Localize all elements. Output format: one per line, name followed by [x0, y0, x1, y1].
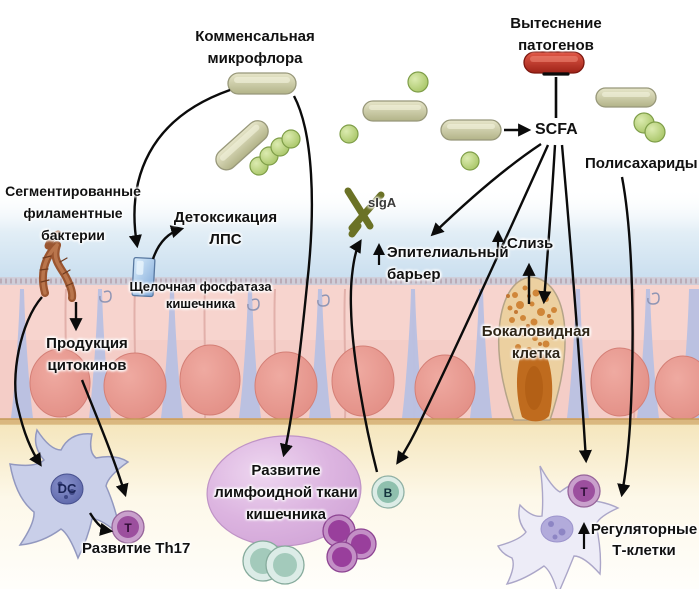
commensal-rods — [215, 72, 657, 171]
label-pathogen-line2: патогенов — [518, 37, 594, 54]
arrow-dc-to-th17 — [88, 512, 114, 536]
label-cytokine-production: Продукция цитокинов — [28, 333, 146, 377]
label-alkaline-phosphatase: Щелочная фосфатаза кишечника — [118, 278, 283, 312]
arrow-scfa-to-goblet — [538, 144, 557, 305]
arrows — [14, 72, 634, 549]
label-goblet-cell: Бокаловидная клетка — [468, 321, 604, 365]
label-goblet-line2: клетка — [511, 345, 561, 362]
arrow-phosphatase-to-lps-detox — [151, 225, 185, 260]
label-polysaccharides: Полисахариды — [585, 155, 698, 172]
label-pathogen-displacement: Вытеснение патогенов — [481, 13, 631, 57]
label-alk-line2: кишечника — [165, 296, 236, 311]
label-b-letter: B — [383, 486, 393, 500]
label-epithelial-barrier: Эпителиальный барьер — [387, 242, 512, 286]
cocci-bacteria — [249, 71, 666, 176]
arrow-scfa-to-treg — [560, 144, 592, 464]
alkaline-phosphatase-block — [131, 256, 156, 298]
label-siga: sIgA — [368, 195, 397, 210]
crypt-curls — [99, 290, 660, 311]
basement-membrane — [0, 418, 699, 426]
label-lps-line2: ЛПС — [209, 231, 242, 248]
label-scfa: SCFA — [535, 121, 578, 138]
label-cytokine-line2: цитокинов — [47, 357, 127, 374]
arrow-bcell-to-siga — [349, 239, 379, 473]
label-lps-line1: Детоксикация — [173, 209, 278, 226]
teal-lymphocytes — [242, 540, 305, 585]
arrow-scfa-to-bcell — [396, 144, 550, 465]
label-commensal-line2: микрофлора — [207, 50, 303, 67]
sfb-filament-icon — [38, 230, 77, 302]
label-commensal-microflora: Комменсальная микрофлора — [175, 26, 335, 70]
b-cell — [371, 475, 405, 509]
label-sfb-line1: Сегментированные — [5, 183, 141, 199]
label-dc-letter: DC — [57, 481, 77, 496]
arrow-commensal-to-phosphatase — [128, 88, 231, 249]
label-goblet-line1: Бокаловидная — [481, 323, 591, 340]
inhibition-scfa-to-pathogens — [542, 72, 570, 118]
dendritic-cell — [9, 428, 130, 560]
label-th17: Развитие Th17 — [82, 540, 191, 557]
label-pathogen-line1: Вытеснение — [510, 15, 602, 32]
stromal-cell — [496, 465, 620, 589]
label-lymphoid-line2: лимфоидной ткани — [214, 484, 358, 501]
arrow-polysaccharides-down — [617, 176, 634, 498]
label-mucus: Слизь — [507, 235, 554, 252]
label-barrier-line1: Эпителиальный — [387, 244, 509, 261]
label-sfb-line2: филаментные — [23, 205, 123, 221]
arrow-commensal-to-lymphoid — [279, 95, 314, 458]
label-sfb-line3: бактерии — [41, 227, 105, 243]
epithelial-nuclei — [29, 344, 699, 422]
t-cell-regulatory — [567, 474, 601, 508]
label-treg-line1: Регуляторные — [590, 521, 698, 538]
goblet-cell — [497, 276, 566, 422]
label-barrier-line2: барьер — [387, 266, 441, 283]
label-commensal-line1: Комменсальная — [195, 28, 315, 45]
epithelium — [0, 285, 699, 422]
label-alk-line1: Щелочная фосфатаза — [129, 279, 272, 294]
intercellular-gaps — [11, 289, 699, 418]
brush-border — [0, 277, 699, 286]
purple-lymphocytes — [322, 514, 377, 573]
label-lymphoid-line1: Развитие — [251, 462, 321, 479]
label-lymphoid-tissue: Развитие лимфоидной ткани кишечника — [204, 460, 368, 526]
label-treg-line2: Т-клетки — [612, 542, 676, 559]
arrow-sfb-to-dc — [14, 296, 43, 467]
label-lps-detox: Детоксикация ЛПС — [168, 207, 283, 251]
siga-antibody-icon — [344, 187, 385, 238]
arrow-scfa-to-barrier — [430, 143, 542, 237]
mucus-layer — [0, 188, 699, 286]
label-treg: Регуляторные Т-клетки — [590, 519, 698, 561]
arrow-cytokines-to-th17 — [80, 379, 129, 498]
label-t-helper-letter: T — [124, 521, 132, 535]
label-sfb: Сегментированные филаментные бактерии — [0, 180, 146, 246]
label-t-reg-letter: T — [580, 485, 588, 499]
label-lymphoid-line3: кишечника — [245, 506, 327, 523]
t-cell-th17 — [111, 510, 145, 544]
label-cytokine-line1: Продукция — [46, 335, 128, 352]
